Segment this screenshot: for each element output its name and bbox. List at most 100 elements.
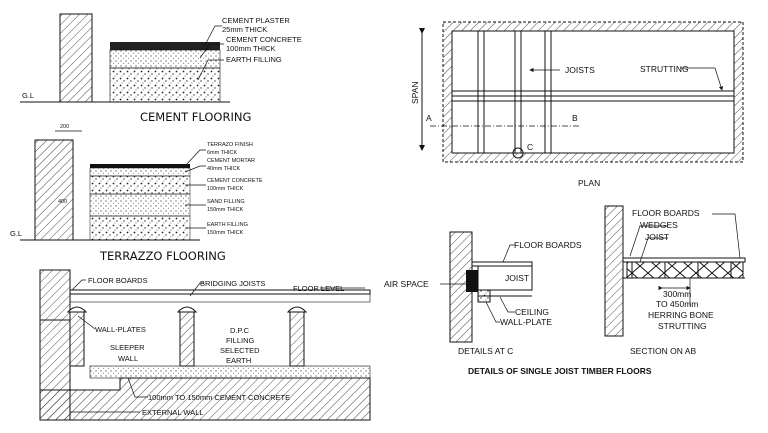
dim-200: 200	[60, 124, 69, 130]
concrete-leader	[199, 43, 224, 59]
plan-view: SPAN JOISTS STRUTTING A B C PLAN	[410, 21, 744, 188]
dpc-label: D.P.C	[230, 326, 250, 335]
herring-bone-strutting	[626, 261, 744, 279]
tconcrete-label-2: 100mm THICK	[207, 186, 244, 192]
sand-label-1: SAND FILLING	[207, 199, 245, 205]
external-wall-label: EXTERNAL WALL	[142, 408, 204, 417]
cement-plaster-layer	[110, 42, 220, 50]
sleeper-wall-2	[179, 311, 195, 367]
sand-label-2: 150mm THICK	[207, 207, 244, 213]
detail-c-label: C	[527, 142, 533, 152]
ab-herring-label-1: HERRING BONE	[648, 310, 714, 320]
section-on-ab: FLOOR BOARDS WEDGES JOIST 300mm TO 450mm…	[604, 205, 746, 356]
strutting-leader	[680, 67, 723, 91]
earth-label: EARTH FILLING	[226, 55, 282, 64]
plan-outline	[442, 21, 744, 163]
cement-concrete-label: 100mm TO 150mm CEMENT CONCRETE	[148, 393, 290, 402]
wall-plates-leader	[77, 315, 96, 330]
ab-spacing-label-2: TO 450mm	[656, 299, 698, 309]
plan-caption: PLAN	[578, 178, 600, 188]
terrazzo-concrete-layer	[89, 175, 191, 195]
ab-wedges-label: WEDGES	[640, 220, 678, 230]
terrazzo-flooring-section: 200 400 G.L TERRAZO FINISH 6mm THICK CEM…	[10, 124, 263, 263]
detail-c-circle	[512, 147, 524, 159]
mortar-leader	[184, 165, 206, 173]
wall-plates-label: WALL-PLATES	[95, 325, 146, 334]
earth-leader	[197, 59, 224, 81]
section-b-label: B	[572, 113, 578, 123]
floor-level-label: FLOOR LEVEL	[293, 284, 344, 293]
ab-joist-leader	[639, 237, 668, 263]
dc-wall-plate-label: WALL-PLATE	[500, 317, 552, 327]
floor-boards-leader	[71, 279, 86, 291]
terrazzo-earth-layer	[89, 215, 191, 241]
concrete-label-1: CEMENT CONCRETE	[226, 35, 302, 44]
ab-spacing-label-1: 300mm	[663, 289, 691, 299]
cement-flooring-title: CEMENT FLOORING	[140, 110, 251, 124]
finish-label-2: 6mm THICK	[207, 150, 237, 156]
earth-filling-layer	[109, 67, 221, 103]
filling-label-2: SELECTED	[220, 346, 260, 355]
dc-air-space-label: AIR SPACE	[384, 279, 429, 289]
dim-400: 400	[58, 199, 67, 205]
finish-leader	[184, 149, 206, 167]
plaster-label-2: 25mm THICK	[222, 25, 267, 34]
plan-floor-area	[451, 30, 735, 154]
sand-filling-layer	[89, 193, 191, 217]
ab-herring-label-2: STRUTTING	[658, 321, 707, 331]
concrete-label-2: 100mm THICK	[226, 44, 275, 53]
sleeper-wall-section: FLOOR BOARDS BRIDGING JOISTS FLOOR LEVEL…	[39, 269, 371, 421]
joists-label: JOISTS	[565, 65, 595, 75]
tearth-label-2: 150mm THICK	[207, 230, 244, 236]
section-a-label: A	[426, 113, 432, 123]
section-ab-caption: SECTION ON AB	[630, 346, 696, 356]
wall-plate-1	[66, 306, 88, 313]
sleeper-wall-3	[289, 311, 305, 367]
details-c-caption: DETAILS AT C	[458, 346, 513, 356]
terrazzo-flooring-title: TERRAZZO FLOORING	[99, 249, 226, 263]
detail-c-floor-boards	[471, 261, 533, 267]
cement-wall	[59, 13, 93, 103]
plaster-label-1: CEMENT PLASTER	[222, 16, 290, 25]
dc-joist-label: JOIST	[505, 273, 529, 283]
terrazzo-wall	[34, 139, 74, 241]
sleeper-wall-1	[69, 311, 85, 367]
tconcrete-label-1: CEMENT CONCRETE	[207, 178, 263, 184]
finish-label-1: TERRAZO FINISH	[207, 142, 253, 148]
ab-floor-boards-label: FLOOR BOARDS	[632, 208, 700, 218]
wall-plate-2	[176, 306, 198, 313]
sleeper-label-1: SLEEPER	[110, 343, 145, 352]
terrazzo-finish-layer	[90, 164, 190, 168]
detail-c-air-space	[466, 270, 478, 292]
bridging-joists-strip	[69, 293, 371, 303]
dc-ceiling-label: CEILING	[515, 307, 549, 317]
ab-wedges-leader	[629, 225, 668, 257]
dc-floor-boards-label: FLOOR BOARDS	[514, 240, 582, 250]
mortar-label-2: 40mm THICK	[207, 166, 241, 172]
tearth-label-1: EARTH FILLING	[207, 222, 248, 228]
bridging-joists-label: BRIDGING JOISTS	[200, 279, 265, 288]
dc-wall-plate-leader	[485, 301, 500, 323]
cement-concrete-base	[89, 365, 371, 379]
details-at-c: FLOOR BOARDS AIR SPACE JOIST CEILING WAL…	[384, 231, 582, 356]
sleeper-floor-boards-label: FLOOR BOARDS	[88, 276, 148, 285]
bridging-leader	[189, 282, 204, 297]
dc-floor-boards-leader	[502, 244, 515, 263]
mortar-label-1: CEMENT MORTAR	[207, 158, 255, 164]
cement-mortar-layer	[89, 167, 191, 177]
filling-label-1: FILLING	[226, 336, 255, 345]
concrete-base-leader	[127, 377, 148, 398]
plaster-leader	[204, 25, 222, 46]
cement-flooring-section: G.L CEMENT PLASTER 25mm THICK CEMENT CON…	[20, 13, 302, 124]
sleeper-label-2: WALL	[118, 354, 138, 363]
wall-plate-3	[286, 306, 308, 313]
filling-label-3: EARTH	[226, 356, 251, 365]
detail-c-joist	[477, 265, 533, 291]
ab-floor-boards-leader	[712, 213, 741, 259]
main-caption: DETAILS OF SINGLE JOIST TIMBER FLOORS	[468, 366, 652, 376]
strutting-label: STRUTTING	[640, 64, 689, 74]
span-label: SPAN	[410, 81, 420, 104]
section-ab-wall	[604, 205, 624, 337]
cement-gl-label: G.L	[22, 91, 34, 100]
